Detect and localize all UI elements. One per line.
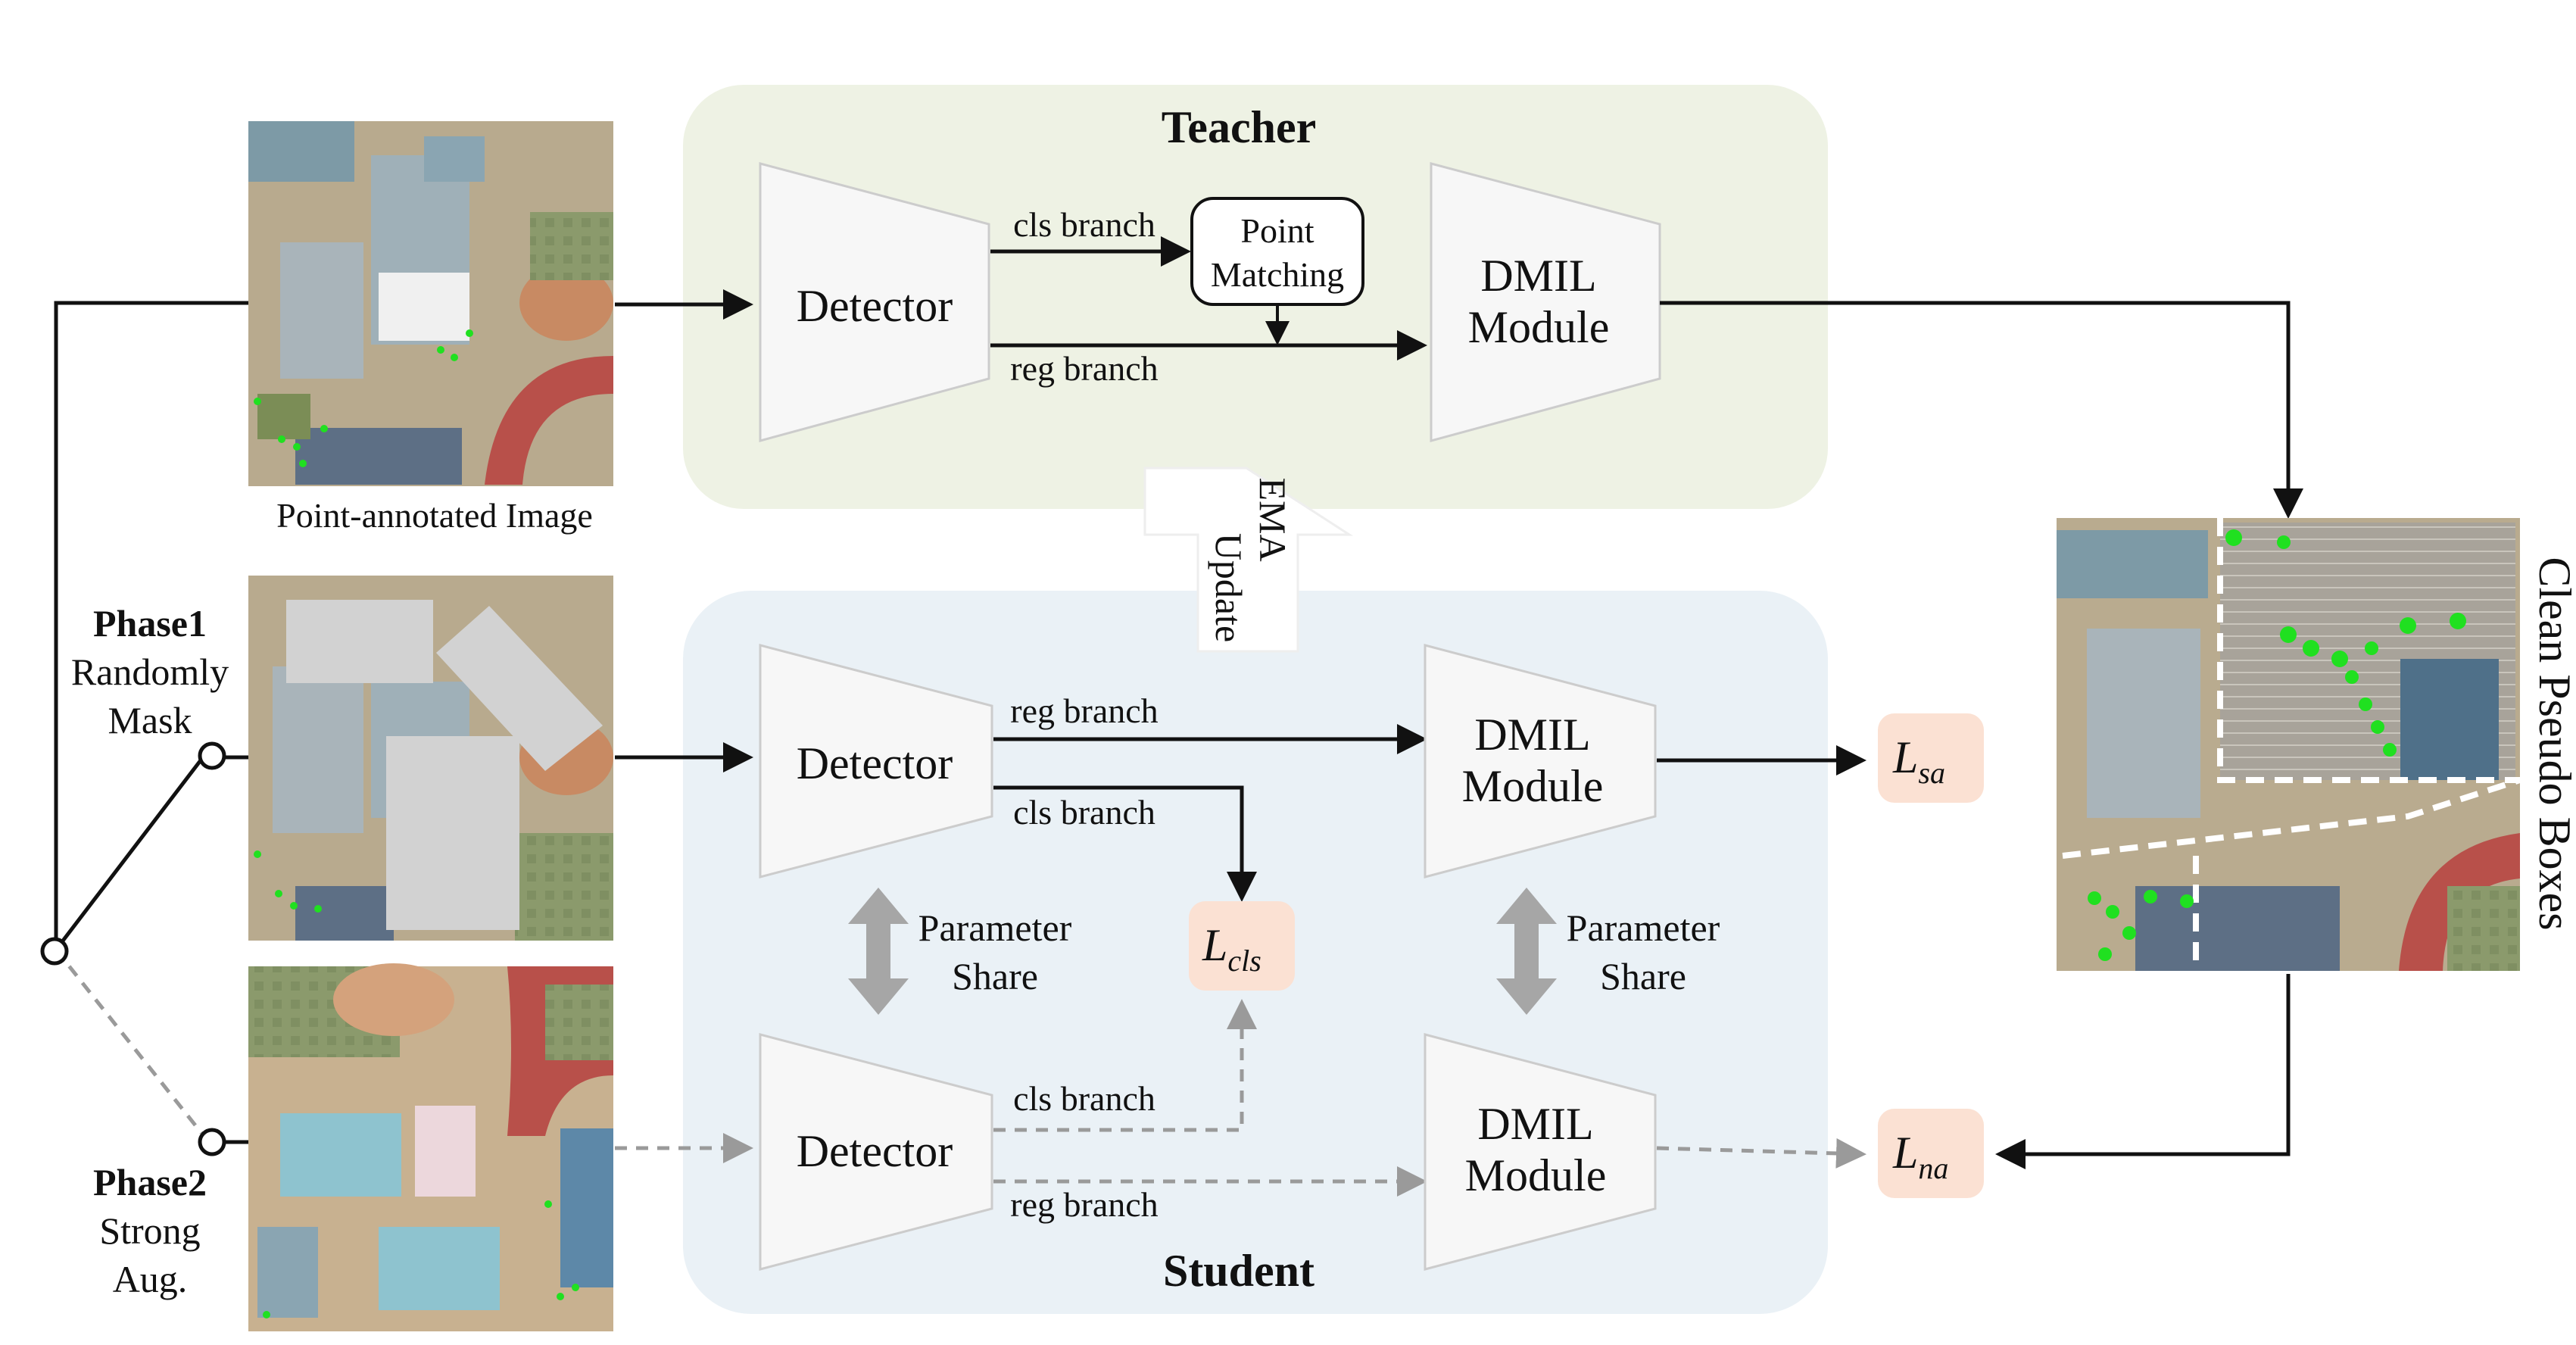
param-share-left-1: Parameter (918, 907, 1072, 949)
masked-image (248, 576, 613, 941)
loss-sa-box (1878, 713, 1984, 803)
ema-update-label: Update (1208, 533, 1250, 642)
param-share-right-1: Parameter (1567, 907, 1720, 949)
switch-pivot (40, 937, 69, 966)
phase1-desc-1: Randomly (71, 651, 229, 693)
clean-pseudo-boxes-image (2057, 518, 2521, 971)
student-strong-detector (759, 1033, 993, 1271)
loss-sa-label: Lsa (1892, 732, 1945, 790)
ema-label: EMA (1252, 477, 1294, 561)
switch-phase2-node (198, 1128, 226, 1156)
loss-na-box (1878, 1109, 1984, 1198)
switch-line-top (54, 301, 248, 950)
teacher-reg-branch-label: reg branch (1010, 349, 1158, 388)
teacher-title: Teacher (1162, 102, 1316, 152)
phase2-title: Phase2 (93, 1161, 207, 1203)
clean-pseudo-boxes-caption: Clean Pseudo Boxes (2530, 557, 2576, 930)
loss-na-subscript: na (1918, 1151, 1948, 1185)
teacher-dmil-module (1430, 162, 1661, 442)
loss-cls-box (1189, 901, 1295, 991)
loss-na-label: Lna (1892, 1128, 1948, 1185)
parameter-share-arrow-right (1496, 888, 1557, 1015)
loss-cls-label: Lcls (1202, 920, 1261, 978)
point-matching-label-2: Matching (1211, 255, 1344, 294)
loss-sa-subscript: sa (1918, 756, 1945, 790)
strong-dmil-label-1: DMIL (1477, 1099, 1593, 1149)
point-matching-label-1: Point (1240, 211, 1314, 250)
student-strong-dmil-module (1424, 1033, 1657, 1271)
student-dmil-module (1424, 644, 1657, 878)
strong-dmil-label-2: Module (1465, 1150, 1607, 1200)
student-title: Student (1163, 1246, 1315, 1296)
student-cls-branch-label: cls branch (1013, 793, 1155, 832)
parameter-share-arrow-left (848, 888, 909, 1015)
teacher-cls-branch-label: cls branch (1013, 205, 1155, 244)
teacher-detector-label: Detector (797, 281, 953, 331)
student-dmil-label-1: DMIL (1474, 710, 1590, 760)
student-strong-detector-label: Detector (797, 1126, 953, 1176)
ema-update-arrow: EMA Update (1143, 467, 1354, 653)
strong-cls-branch-label: cls branch (1013, 1079, 1155, 1118)
strong-aug-image (248, 963, 613, 1331)
switch-phase1-node (198, 741, 226, 770)
student-detector (759, 644, 993, 878)
student-dmil-label-2: Module (1462, 761, 1604, 811)
point-annotated-image (248, 121, 613, 486)
teacher-dmil-label-2: Module (1468, 302, 1610, 352)
loss-cls-subscript: cls (1227, 944, 1261, 978)
param-share-right-2: Share (1600, 955, 1686, 997)
phase1-desc-2: Mask (108, 699, 192, 741)
student-detector-label: Detector (797, 738, 953, 788)
teacher-dmil-label-1: DMIL (1480, 251, 1596, 301)
strong-reg-branch-label: reg branch (1010, 1185, 1158, 1224)
student-reg-branch-label: reg branch (1010, 691, 1158, 730)
point-annotated-caption: Point-annotated Image (276, 496, 593, 535)
param-share-left-2: Share (952, 955, 1038, 997)
teacher-detector (759, 162, 990, 442)
phase2-desc-1: Strong (99, 1209, 200, 1252)
phase1-title: Phase1 (93, 602, 207, 644)
phase2-desc-2: Aug. (113, 1258, 188, 1300)
